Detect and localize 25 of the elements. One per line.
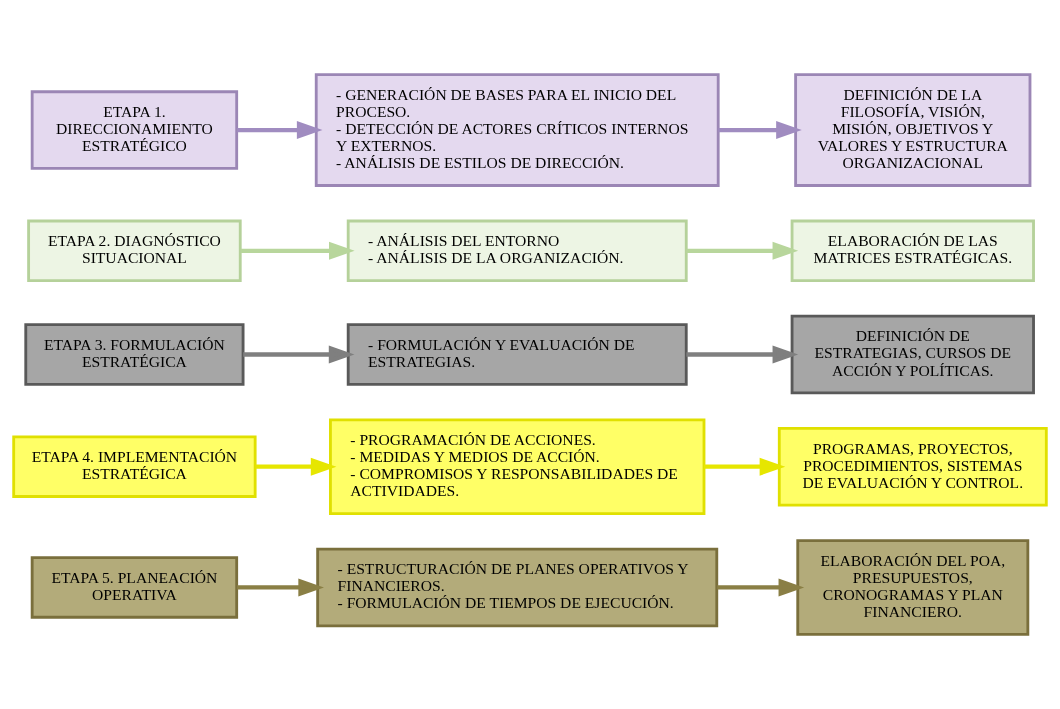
arrow [240, 241, 355, 260]
node-box: DEFINICIÓN DE LA FILOSOFÍA, VISIÓN, MISIÓN, OBJETIVOS Y VALORES Y ESTRUCTURA ORGANIZACIONAL [794, 73, 1032, 187]
arrow [255, 457, 337, 476]
node-box: ETAPA 4. IMPLEMENTACIÓN ESTRATÉGICA [12, 435, 257, 498]
arrow [243, 345, 355, 364]
arrow [237, 578, 324, 597]
arrow [718, 121, 802, 140]
node-box: - ESTRUCTURACIÓN DE PLANES OPERATIVOS Y FINANCIEROS. - FORMULACIÓN DE TIEMPOS DE EJECUCIÓN. [316, 547, 719, 628]
node-box: ETAPA 5. PLANEACIÓN OPERATIVA [30, 556, 239, 619]
arrow [237, 121, 323, 140]
arrow [686, 345, 799, 364]
node-box: DEFINICIÓN DE ESTRATEGIAS, CURSOS DE ACCIÓN Y POLÍTICAS. [790, 314, 1035, 395]
node-box: ETAPA 3. FORMULACIÓN ESTRATÉGICA [24, 323, 245, 386]
node-box: PROGRAMAS, PROYECTOS, PROCEDIMIENTOS, SISTEMAS DE EVALUACIÓN Y CONTROL. [777, 426, 1048, 507]
node-box: ETAPA 2. DIAGNÓSTICO SITUACIONAL [27, 219, 242, 283]
node-box: ELABORACIÓN DE LAS MATRICES ESTRATÉGICAS. [790, 219, 1035, 283]
arrow [686, 241, 799, 260]
arrow [704, 457, 786, 476]
node-box: - PROGRAMACIÓN DE ACCIONES. - MEDIDAS Y MEDIOS DE ACCIÓN. - COMPROMISOS Y RESPONSABILIDADES DE ACTIVIDADES. [329, 418, 706, 515]
node-box: - FORMULACIÓN Y EVALUACIÓN DE ESTRATEGIAS. [346, 323, 688, 386]
node-box: ELABORACIÓN DEL POA, PRESUPUESTOS, CRONOGRAMAS Y PLAN FINANCIERO. [796, 539, 1030, 636]
arrow [717, 578, 805, 597]
node-box: - ANÁLISIS DEL ENTORNO - ANÁLISIS DE LA ORGANIZACIÓN. [346, 219, 688, 283]
node-box: ETAPA 1. DIRECCIONAMIENTO ESTRATÉGICO [30, 90, 239, 170]
node-box: - GENERACIÓN DE BASES PARA EL INICIO DEL PROCESO. - DETECCIÓN DE ACTORES CRÍTICOS INTERNOS Y EXTERNOS. - ANÁLISIS DE ESTILOS DE DIRECCIÓN. [314, 73, 720, 187]
